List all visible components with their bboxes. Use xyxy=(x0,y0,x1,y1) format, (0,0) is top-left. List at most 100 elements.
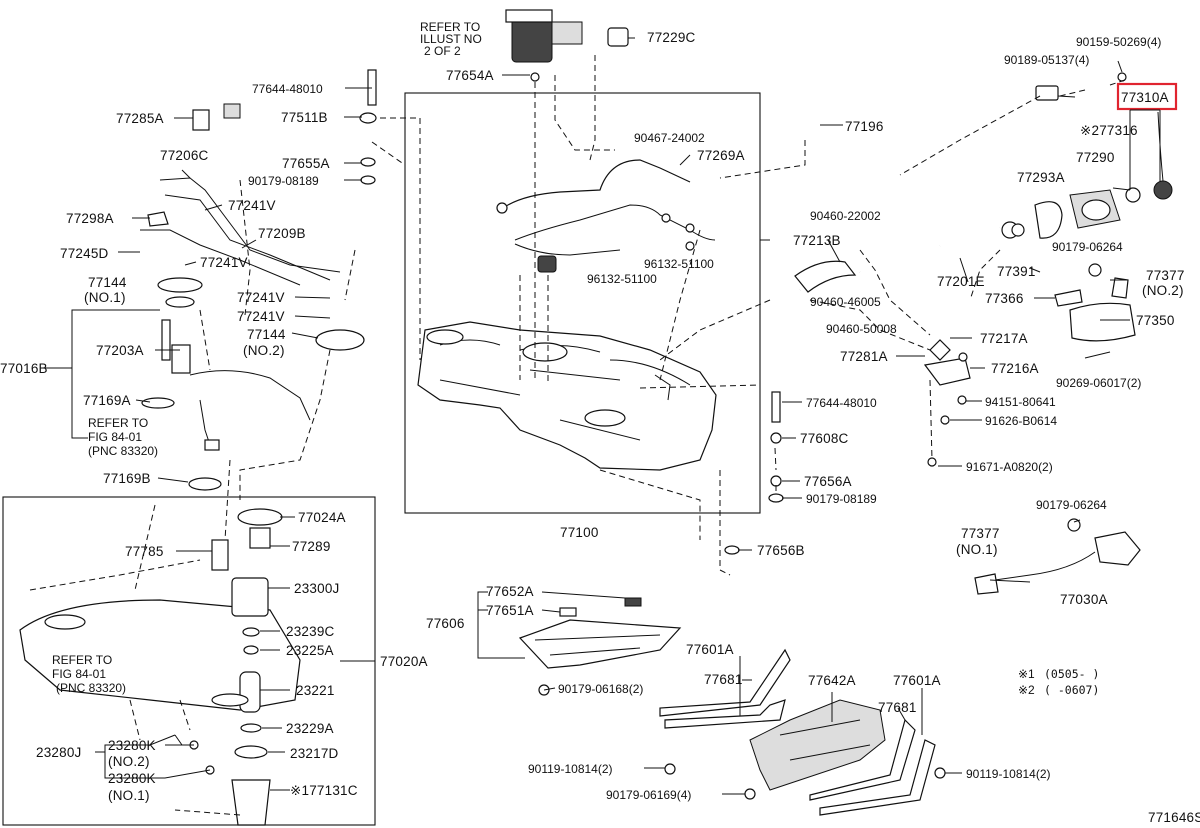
label-77681-a: 77681 xyxy=(704,672,743,687)
label-77203A: 77203A xyxy=(96,343,144,358)
refer-note-left2-line1: REFER TO xyxy=(52,653,112,667)
refer-note-top-line2: ILLUST NO xyxy=(420,32,482,46)
label-94151: 94151-80641 xyxy=(985,395,1056,409)
label-77310A: 77310A xyxy=(1121,90,1169,105)
label-77020A: 77020A xyxy=(380,654,428,669)
label-77377-2-note: (NO.2) xyxy=(1142,283,1184,298)
refer-note-left1-line1: REFER TO xyxy=(88,416,148,430)
label-77293A: 77293A xyxy=(1017,170,1065,185)
label-23280K-1: 23280K xyxy=(108,771,156,786)
label-77144-2-note: (NO.2) xyxy=(243,343,285,358)
label-77241V-b: 77241V xyxy=(200,255,248,270)
label-23280K-2-note: (NO.2) xyxy=(108,754,150,769)
refer-note-top-line3: 2 OF 2 xyxy=(424,44,461,58)
label-77241V-a: 77241V xyxy=(228,198,276,213)
label-23221: 23221 xyxy=(296,683,335,698)
label-90460-50008: 90460-50008 xyxy=(826,322,897,336)
refer-note-left2-line2: FIG 84-01 xyxy=(52,667,106,681)
label-23280K-1-note: (NO.1) xyxy=(108,788,150,803)
label-77642A: 77642A xyxy=(808,673,856,688)
label-90269: 90269-06017(2) xyxy=(1056,376,1141,390)
filler-pipe xyxy=(794,221,1025,293)
label-23280J: 23280J xyxy=(36,745,82,760)
label-90467: 90467-24002 xyxy=(634,131,705,145)
label-90119-b: 90119-10814(2) xyxy=(966,767,1051,781)
label-77217A: 77217A xyxy=(980,331,1028,346)
vent-hose xyxy=(499,159,691,211)
label-77644-b: 77644-48010 xyxy=(806,396,877,410)
label-77350: 77350 xyxy=(1136,313,1175,328)
label-77201E: 77201E xyxy=(937,274,985,289)
leader-lines xyxy=(45,37,1161,795)
label-77131C: ※177131C xyxy=(290,783,358,798)
label-77655A: 77655A xyxy=(282,156,330,171)
label-96132-a: 96132-51100 xyxy=(644,257,714,271)
label-77281A: 77281A xyxy=(840,349,888,364)
label-90189: 90189-05137(4) xyxy=(1004,53,1089,67)
label-77241V-d: 77241V xyxy=(237,309,285,324)
label-77377-1-note: (NO.1) xyxy=(956,542,998,557)
label-77285A: 77285A xyxy=(116,111,164,126)
label-77216A: 77216A xyxy=(991,361,1039,376)
label-77601A-a: 77601A xyxy=(686,642,734,657)
label-77213B: 77213B xyxy=(793,233,841,248)
label-77652A: 77652A xyxy=(486,584,534,599)
label-77644-a: 77644-48010 xyxy=(252,82,323,96)
label-90179-06168: 90179-06168(2) xyxy=(558,682,643,696)
label-90179-06264b: 90179-06264 xyxy=(1036,498,1107,512)
label-90179-06264a: 90179-06264 xyxy=(1052,240,1123,254)
label-77377-1: 77377 xyxy=(961,526,1000,541)
label-23229A: 23229A xyxy=(286,721,334,736)
label-77030A: 77030A xyxy=(1060,592,1108,607)
label-77169B: 77169B xyxy=(103,471,151,486)
callout-labels: REFER TO ILLUST NO 2 OF 2 77229C 77654A … xyxy=(0,20,1200,825)
tank-assembly-frame xyxy=(404,92,761,514)
label-77681-b: 77681 xyxy=(878,700,917,715)
label-77290: 77290 xyxy=(1076,150,1115,165)
label-77511B: 77511B xyxy=(281,110,328,125)
label-77654A: 77654A xyxy=(446,68,494,83)
label-90460-22002: 90460-22002 xyxy=(810,209,881,223)
note-text-2: ( -0607) xyxy=(1044,683,1099,697)
refer-note-left1-line3: (PNC 83320) xyxy=(88,444,158,458)
label-77016B: 77016B xyxy=(0,361,48,376)
label-77656A: 77656A xyxy=(804,474,852,489)
label-77144-1: 77144 xyxy=(88,275,127,290)
label-90119-a: 90119-10814(2) xyxy=(528,762,613,776)
highlight-77310A xyxy=(1116,82,1178,111)
label-77377-2: 77377 xyxy=(1146,268,1185,283)
refer-note-left2-line3: (PNC 83320) xyxy=(56,681,126,695)
label-77269A: 77269A xyxy=(697,148,745,163)
label-91626: 91626-B0614 xyxy=(985,414,1057,428)
dashed-lines xyxy=(29,55,1126,816)
label-77298A: 77298A xyxy=(66,211,114,226)
label-23239C: 23239C xyxy=(286,624,335,639)
label-77606: 77606 xyxy=(426,616,465,631)
label-77366: 77366 xyxy=(985,291,1024,306)
label-77241V-c: 77241V xyxy=(237,290,285,305)
label-90179-08189b: 90179-08189 xyxy=(806,492,877,506)
refer-note-left1-line2: FIG 84-01 xyxy=(88,430,142,444)
label-77196: 77196 xyxy=(845,119,884,134)
label-77601A-b: 77601A xyxy=(893,673,941,688)
label-77289: 77289 xyxy=(292,539,331,554)
label-77245D: 77245D xyxy=(60,246,109,261)
under-covers xyxy=(518,597,936,816)
label-77209B: 77209B xyxy=(258,226,306,241)
label-77229C: 77229C xyxy=(647,30,696,45)
label-77391: 77391 xyxy=(997,264,1036,279)
label-77144-1-note: (NO.1) xyxy=(84,290,126,305)
label-90179-06169: 90179-06169(4) xyxy=(606,788,691,802)
charcoal-canister xyxy=(505,9,629,63)
filler-neck-parts xyxy=(1034,72,1173,342)
label-77651A: 77651A xyxy=(486,603,534,618)
label-77206C: 77206C xyxy=(160,148,209,163)
label-23217D: 23217D xyxy=(290,746,339,761)
label-90460-46005: 90460-46005 xyxy=(810,295,881,309)
valve xyxy=(537,255,557,273)
label-77024A: 77024A xyxy=(298,510,346,525)
label-23280K-2: 23280K xyxy=(108,738,156,753)
label-77785: 77785 xyxy=(125,544,164,559)
